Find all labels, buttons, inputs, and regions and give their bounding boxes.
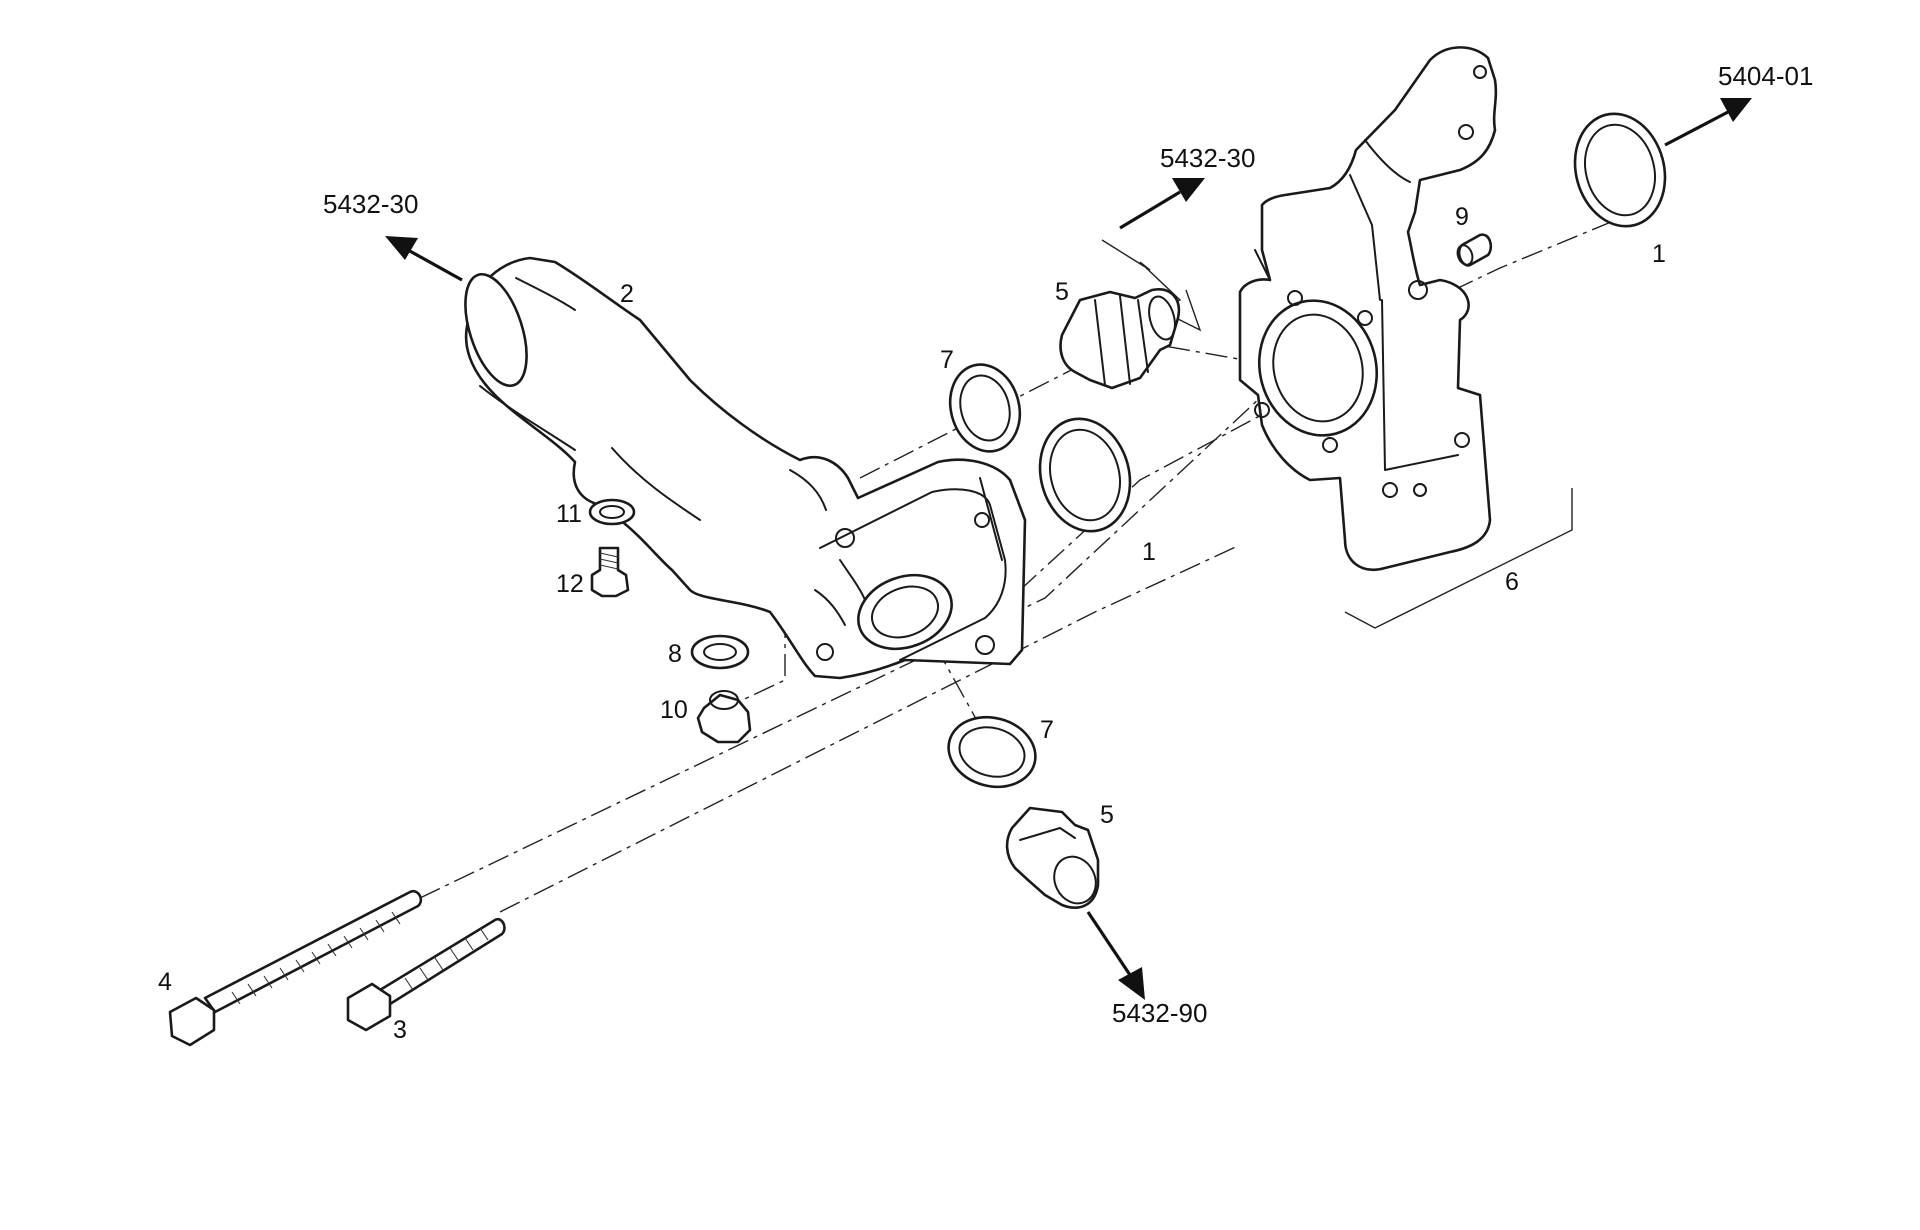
item-label-4: 4 <box>158 968 172 996</box>
union-fitting-bottom-part <box>1005 806 1100 909</box>
item-label-12: 12 <box>556 570 584 598</box>
item-label-9: 9 <box>1455 203 1469 231</box>
o-ring-mid-part <box>1038 417 1132 533</box>
item-label-7-top: 7 <box>940 346 954 374</box>
screw-part <box>590 546 630 598</box>
item-label-11: 11 <box>556 500 582 528</box>
item-label-5-top: 5 <box>1055 278 1069 306</box>
item-label-3: 3 <box>393 1016 407 1044</box>
dowel-pin-part <box>1456 233 1493 267</box>
arrow-upper-left <box>385 236 463 282</box>
small-washer-part <box>588 498 636 526</box>
item-label-2: 2 <box>620 280 634 308</box>
item-label-8: 8 <box>668 640 682 668</box>
sealing-washer-top-part <box>948 363 1022 453</box>
item-label-1-mid: 1 <box>1142 538 1156 566</box>
item-label-5-bottom: 5 <box>1100 801 1114 829</box>
union-fitting-top-part <box>1059 288 1181 390</box>
item-label-7-bottom: 7 <box>1040 716 1054 744</box>
o-ring-right-part <box>1573 112 1667 228</box>
coolant-pipe-part <box>464 256 1027 680</box>
ref-label-upper-left: 5432-30 <box>323 189 418 219</box>
bearing-housing-part <box>1238 46 1498 571</box>
plug-washer-part <box>690 634 750 670</box>
arrow-upper-right <box>1664 98 1752 147</box>
long-bolt-3-part <box>346 917 506 1032</box>
item-label-6: 6 <box>1505 568 1519 596</box>
long-bolt-4-part <box>168 889 423 1047</box>
item-6-bracket <box>1344 488 1573 629</box>
arrow-bottom <box>1086 911 1145 1000</box>
item-label-1-right: 1 <box>1652 240 1666 268</box>
sealing-washer-bottom-part <box>947 715 1037 789</box>
item-5-bracket <box>1101 239 1202 332</box>
drain-plug-part <box>696 690 752 744</box>
ref-label-upper-right: 5404-01 <box>1718 61 1813 91</box>
arrow-upper-middle <box>1119 178 1205 230</box>
ref-label-bottom: 5432-90 <box>1112 998 1207 1028</box>
item-label-10: 10 <box>660 696 688 724</box>
ref-label-upper-middle: 5432-30 <box>1160 143 1255 173</box>
